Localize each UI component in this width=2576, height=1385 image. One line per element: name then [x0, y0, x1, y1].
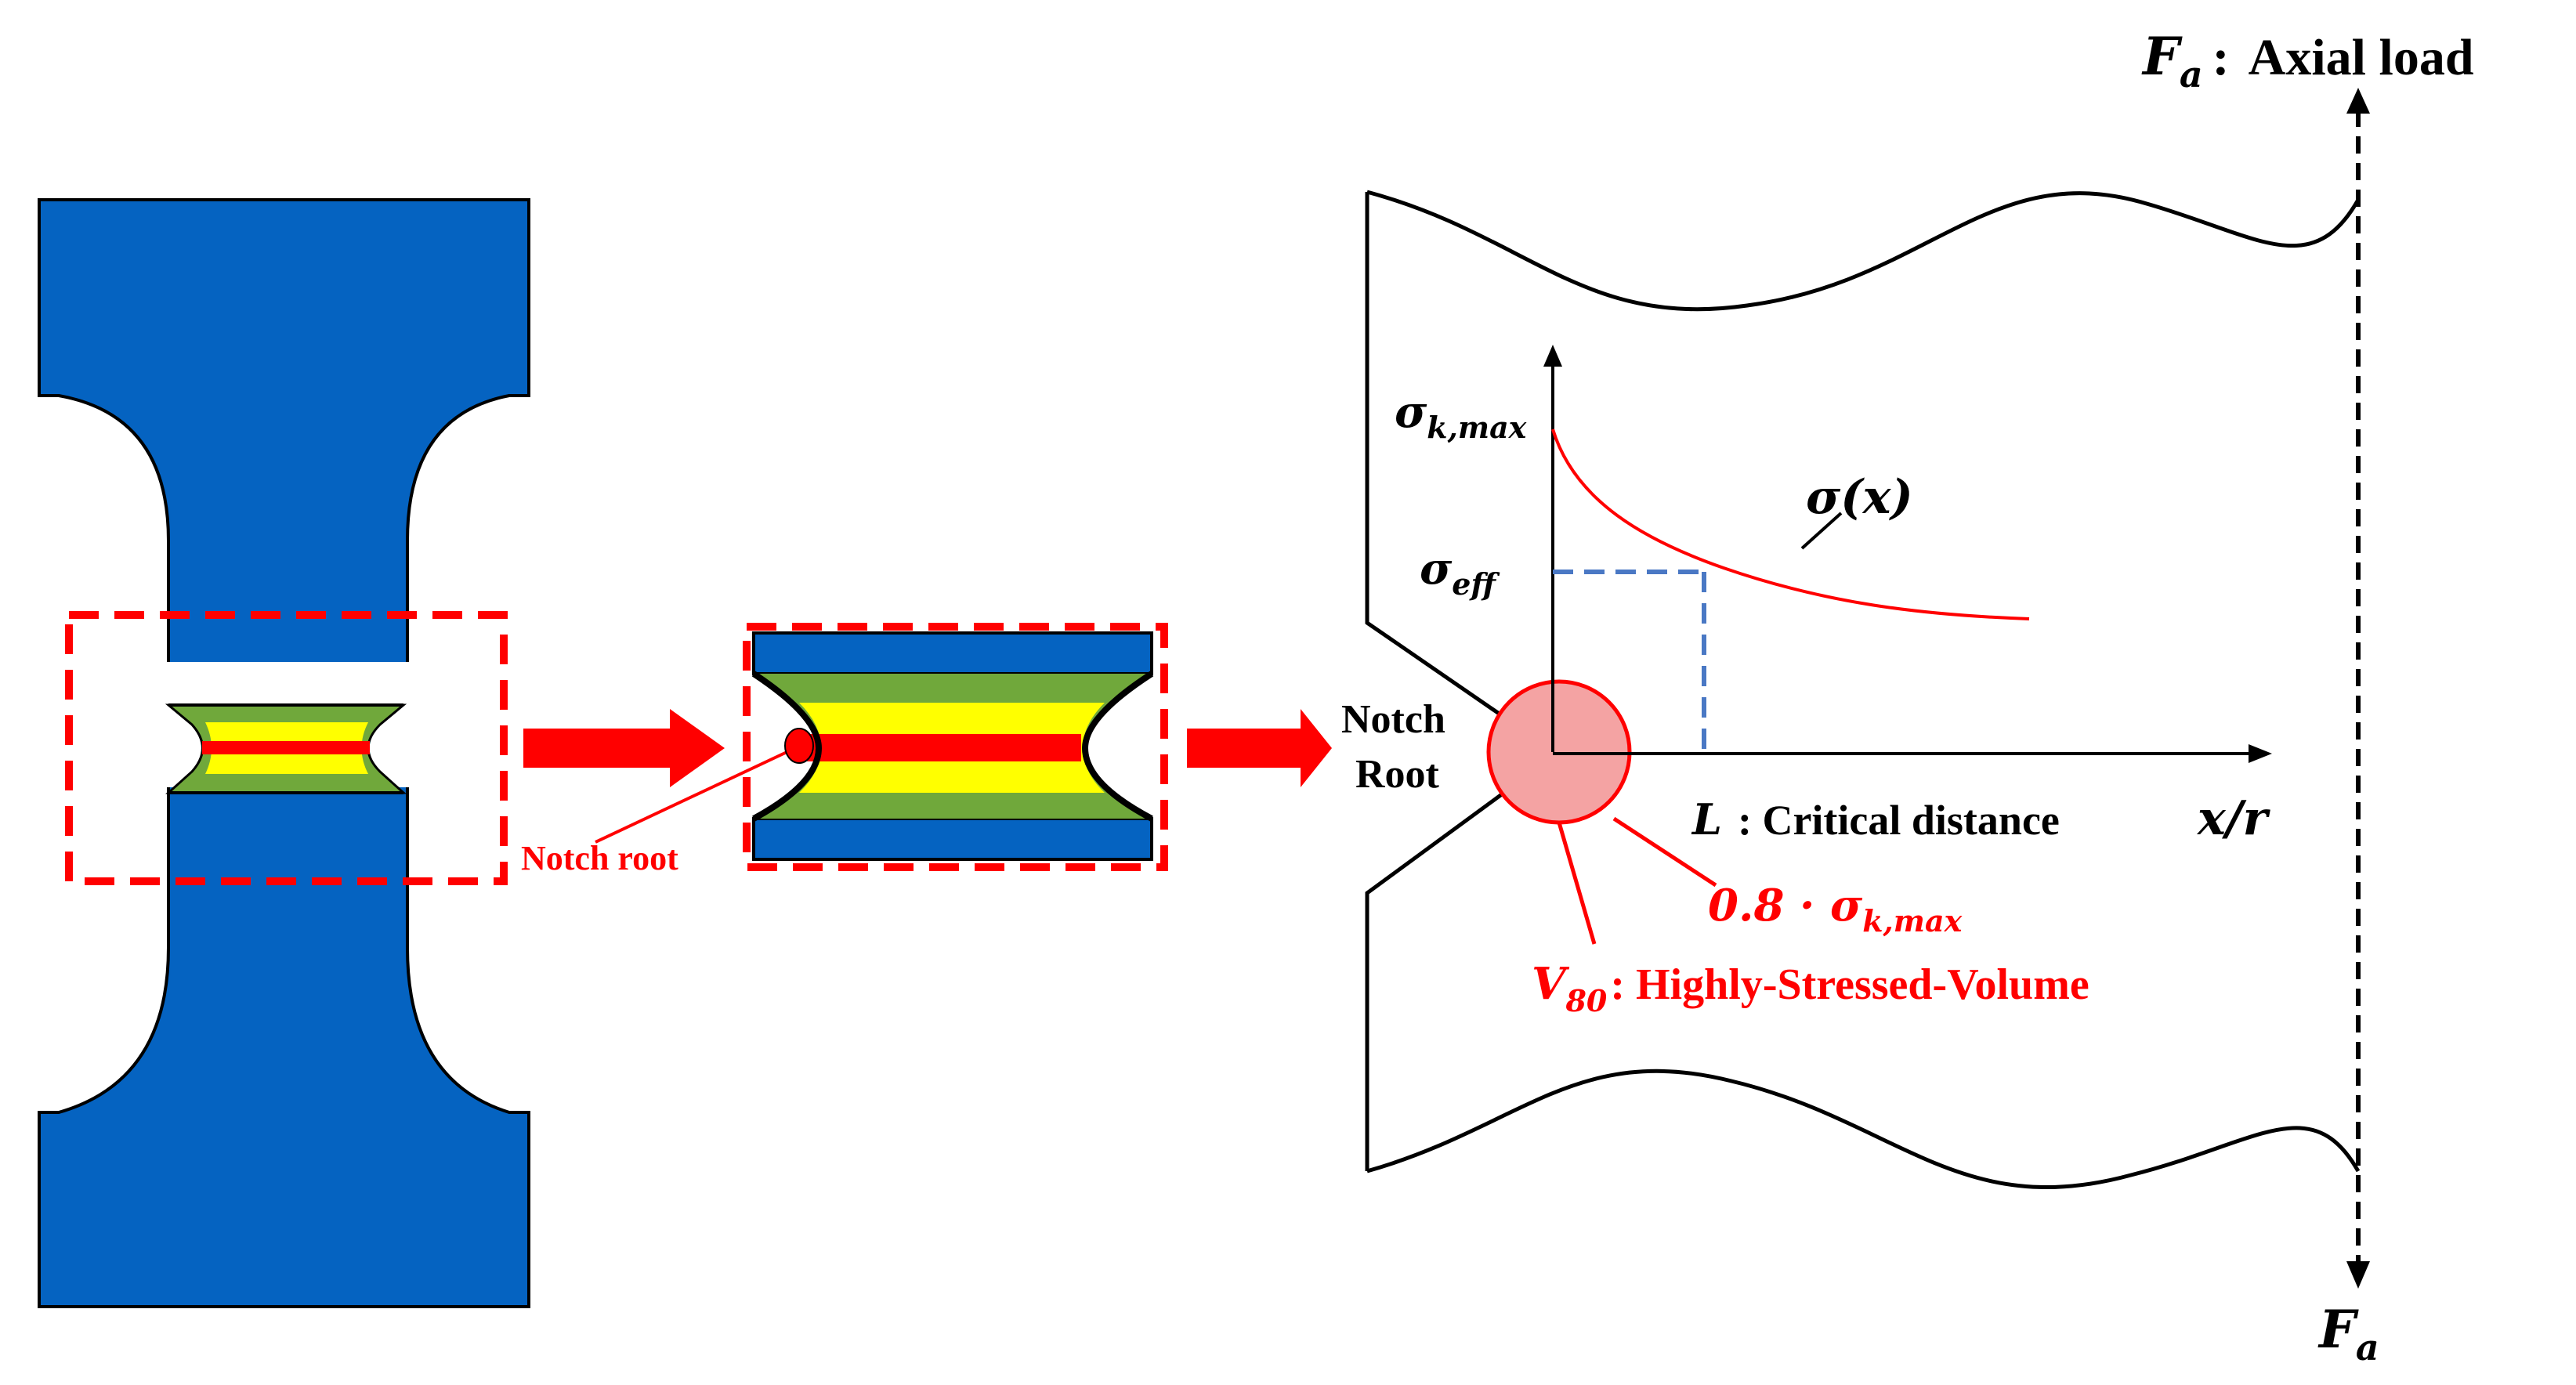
- bottom-load-label: Fa: [2317, 1299, 2379, 1369]
- x-axis-label: x/r: [2196, 791, 2271, 846]
- sigma-x-label: σ(x): [1806, 470, 1913, 525]
- sigma-kmax-label: σk,max: [1395, 386, 1528, 445]
- notch-root-marker: [784, 728, 814, 764]
- critical-distance-label: L: Critical distance: [1691, 794, 2060, 844]
- magnified-bottom-blue: [752, 817, 1153, 861]
- notch-root-leader: [595, 747, 796, 844]
- stress-detail: [1365, 190, 2361, 1189]
- magnified-red-band: [807, 734, 1081, 761]
- stress-curve: [1551, 429, 2030, 620]
- specimen-red-band: [202, 741, 370, 754]
- sigma-x-leader: [1800, 512, 1843, 550]
- axial-load-arrow: [2346, 88, 2370, 1289]
- zoom-arrow-2: [1187, 709, 1332, 787]
- notch-root-small-label: Notch root: [521, 839, 678, 877]
- specimen: [38, 198, 530, 1308]
- zoom-arrow-1: [523, 709, 725, 787]
- notch-profile: [1365, 192, 1551, 1171]
- specimen-zoom-box: [65, 611, 508, 885]
- magnified-zoom-box: [743, 623, 1168, 871]
- threshold-leader: [1612, 816, 1717, 888]
- bottom-wavy-boundary: [1366, 1069, 2361, 1189]
- notch-root-label-line1: Notch: [1341, 697, 1445, 742]
- volume-leader: [1557, 822, 1597, 945]
- top-wavy-boundary: [1366, 190, 2361, 312]
- threshold-label: 0.8 · σk,max: [1708, 880, 1963, 938]
- magnified-top-blue: [752, 631, 1153, 675]
- axial-load-label: Fa:Axial load: [2141, 26, 2474, 96]
- sigma-eff-label: σeff: [1420, 543, 1500, 602]
- notch-root-label-line2: Root: [1355, 752, 1440, 797]
- magnified-section: [743, 623, 1168, 871]
- volume-label: V80: Highly-Stressed-Volume: [1532, 958, 2089, 1018]
